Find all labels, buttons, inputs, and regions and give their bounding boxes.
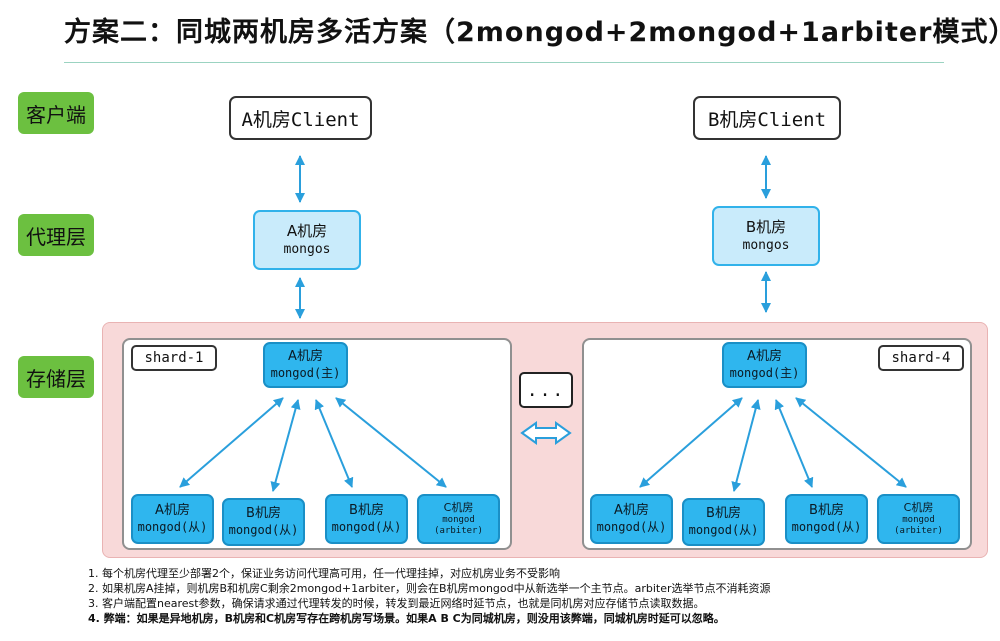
node-extra: (arbiter) bbox=[434, 525, 483, 536]
mongos-a: A机房 mongos bbox=[253, 210, 361, 270]
mongos-b-name: mongos bbox=[742, 238, 790, 254]
shard1-member-node: B机房 mongod(从) bbox=[325, 494, 408, 544]
mongos-b: B机房 mongos bbox=[712, 206, 820, 266]
notes: 1. 每个机房代理至少部署2个，保证业务访问代理高可用，任一代理挂掉，对应机房业… bbox=[88, 566, 988, 626]
note-line: 1. 每个机房代理至少部署2个，保证业务访问代理高可用，任一代理挂掉，对应机房业… bbox=[88, 567, 560, 580]
node-room: A机房 bbox=[614, 503, 649, 519]
node-role: mongod bbox=[442, 514, 475, 525]
shard1-member-node: B机房 mongod(从) bbox=[222, 498, 305, 546]
mongos-a-room: A机房 bbox=[286, 222, 328, 241]
node-role: mongod(从) bbox=[596, 519, 667, 534]
node-role: mongod(从) bbox=[688, 522, 759, 537]
more-shards-ellipsis: ... bbox=[519, 372, 573, 408]
layer-tag-storage: 存储层 bbox=[18, 356, 94, 398]
node-room: B机房 bbox=[246, 506, 281, 522]
node-room: A机房 bbox=[288, 349, 323, 365]
node-room: A机房 bbox=[155, 503, 190, 519]
note-line: 2. 如果机房A挂掉，则机房B和机房C剩余2mongod+1arbiter，则会… bbox=[88, 582, 771, 595]
node-role: mongod(主) bbox=[729, 365, 800, 380]
node-room: B机房 bbox=[706, 506, 741, 522]
node-role: mongod bbox=[902, 514, 935, 525]
shard-label-1: shard-1 bbox=[131, 345, 217, 371]
note-line: 3. 客户端配置nearest参数，确保请求通过代理转发的时候，转发到最近网络时… bbox=[88, 597, 705, 610]
shard4-arbiter-node: C机房 mongod (arbiter) bbox=[877, 494, 960, 544]
shard-label-4: shard-4 bbox=[878, 345, 964, 371]
node-role: mongod(从) bbox=[228, 522, 299, 537]
mongos-b-room: B机房 bbox=[745, 218, 787, 237]
shard1-primary-node: A机房 mongod(主) bbox=[263, 342, 348, 388]
mongos-a-name: mongos bbox=[283, 242, 331, 258]
shard4-member-node: A机房 mongod(从) bbox=[590, 494, 673, 544]
shard1-member-node: A机房 mongod(从) bbox=[131, 494, 214, 544]
layer-tag-client: 客户端 bbox=[18, 92, 94, 134]
note-line-warning: 4. 弊端：如果是异地机房，B机房和C机房写存在跨机房写场景。如果A B C为同… bbox=[88, 612, 725, 625]
client-b: B机房Client bbox=[693, 96, 841, 140]
node-role: mongod(从) bbox=[791, 519, 862, 534]
node-room: A机房 bbox=[747, 349, 782, 365]
node-room: B机房 bbox=[809, 503, 844, 519]
shard4-primary-node: A机房 mongod(主) bbox=[722, 342, 807, 388]
shard4-member-node: B机房 mongod(从) bbox=[785, 494, 868, 544]
node-role: mongod(从) bbox=[137, 519, 208, 534]
node-extra: (arbiter) bbox=[894, 525, 943, 536]
shard4-member-node: B机房 mongod(从) bbox=[682, 498, 765, 546]
node-room: C机房 bbox=[443, 500, 474, 514]
client-a: A机房Client bbox=[229, 96, 372, 140]
node-role: mongod(主) bbox=[270, 365, 341, 380]
node-room: C机房 bbox=[903, 500, 934, 514]
layer-tag-proxy: 代理层 bbox=[18, 214, 94, 256]
node-role: mongod(从) bbox=[331, 519, 402, 534]
shard1-arbiter-node: C机房 mongod (arbiter) bbox=[417, 494, 500, 544]
page-title: 方案二：同城两机房多活方案（2mongod+2mongod+1arbiter模式… bbox=[64, 17, 1000, 48]
node-room: B机房 bbox=[349, 503, 384, 519]
title-divider bbox=[64, 62, 944, 63]
